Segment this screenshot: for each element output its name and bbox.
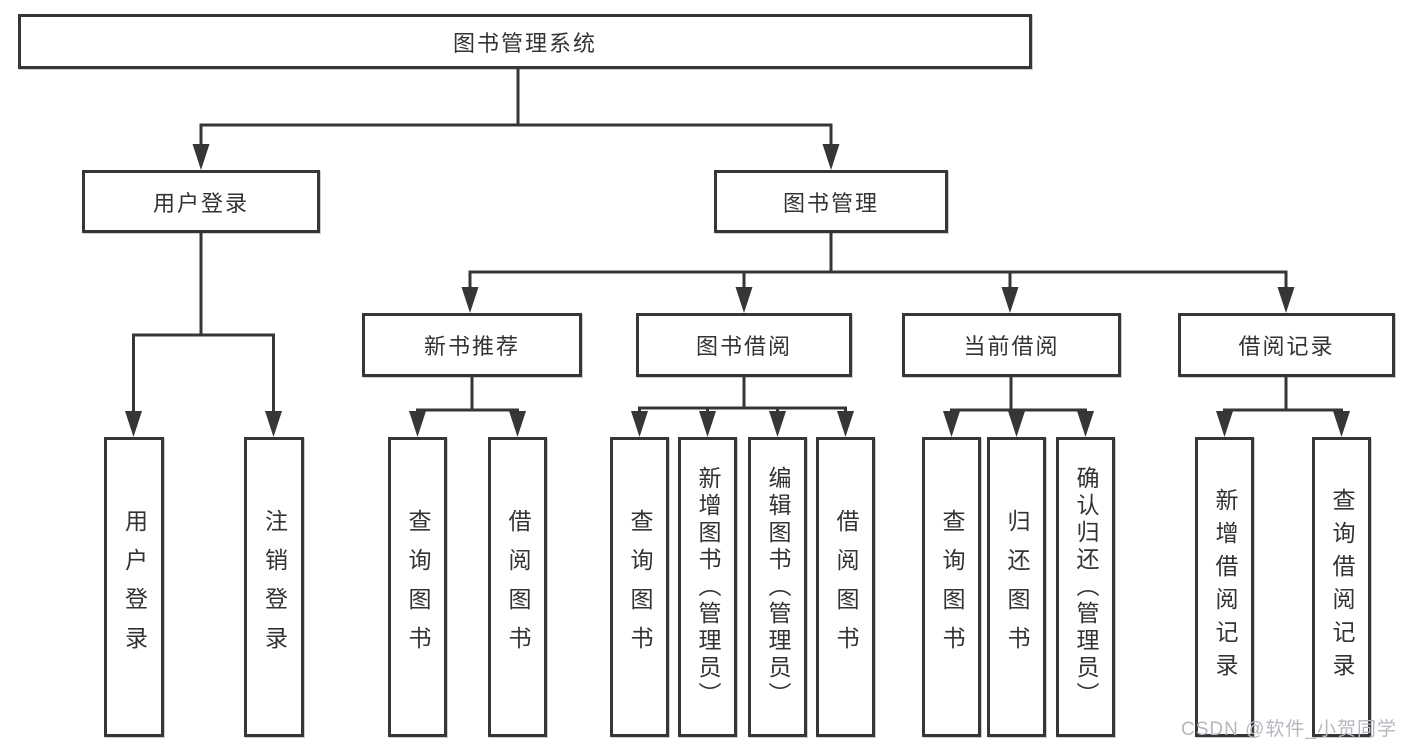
connector-user-login-children bbox=[125, 233, 282, 437]
leaf-borrow-borrow-book: 借阅图书 bbox=[816, 437, 875, 737]
leaf-newbooks-search-book-label: 查询图书 bbox=[405, 509, 431, 665]
leaf-records-add-record-label: 新增借阅记录 bbox=[1212, 488, 1238, 686]
leaf-borrow-borrow-book-label: 借阅图书 bbox=[833, 509, 859, 665]
leaf-borrow-edit-book-admin: 编辑图书（管理员） bbox=[748, 437, 807, 737]
node-root: 图书管理系统 bbox=[18, 14, 1032, 69]
node-user-login-label: 用户登录 bbox=[152, 190, 249, 216]
node-book-management: 图书管理 bbox=[714, 170, 948, 233]
csdn-watermark: CSDN @软件_小贺同学 bbox=[1181, 719, 1397, 740]
leaf-borrow-add-book-admin: 新增图书（管理员） bbox=[678, 437, 737, 737]
connector-root-to-level2 bbox=[192, 69, 840, 170]
leaf-current-return-book: 归还图书 bbox=[987, 437, 1046, 737]
leaf-logout-login: 注销登录 bbox=[244, 437, 304, 737]
node-new-book-recommend: 新书推荐 bbox=[362, 313, 582, 377]
leaf-records-add-record: 新增借阅记录 bbox=[1195, 437, 1254, 737]
leaf-user-login-label: 用户登录 bbox=[121, 509, 148, 665]
node-new-book-recommend-label: 新书推荐 bbox=[423, 334, 520, 359]
node-book-borrow: 图书借阅 bbox=[636, 313, 852, 377]
connector-new-book-children bbox=[409, 377, 526, 437]
leaf-borrow-search-book-label: 查询图书 bbox=[627, 509, 653, 665]
leaf-borrow-add-book-admin-label: 新增图书（管理员） bbox=[695, 465, 721, 709]
node-user-login: 用户登录 bbox=[82, 170, 320, 233]
leaf-records-search-record-label: 查询借阅记录 bbox=[1329, 488, 1355, 686]
leaf-current-return-book-label: 归还图书 bbox=[1004, 509, 1030, 665]
connector-current-borrow-children bbox=[943, 377, 1094, 437]
leaf-current-search-book: 查询图书 bbox=[922, 437, 981, 737]
connector-borrow-records-children bbox=[1216, 377, 1350, 437]
node-borrow-records-label: 借阅记录 bbox=[1238, 334, 1335, 359]
leaf-current-confirm-return-admin-label: 确认归还（管理员） bbox=[1073, 465, 1099, 709]
node-borrow-records: 借阅记录 bbox=[1178, 313, 1395, 377]
connector-book-borrow-children bbox=[631, 377, 854, 437]
leaf-newbooks-borrow-book-label: 借阅图书 bbox=[505, 509, 531, 665]
leaf-current-search-book-label: 查询图书 bbox=[939, 509, 965, 665]
node-current-borrow: 当前借阅 bbox=[902, 313, 1121, 377]
node-book-management-label: 图书管理 bbox=[782, 190, 879, 216]
connector-book-management-children bbox=[461, 233, 1295, 313]
node-current-borrow-label: 当前借阅 bbox=[963, 334, 1060, 359]
leaf-user-login: 用户登录 bbox=[104, 437, 164, 737]
leaf-current-confirm-return-admin: 确认归还（管理员） bbox=[1056, 437, 1115, 737]
node-book-borrow-label: 图书借阅 bbox=[695, 334, 792, 359]
leaf-logout-login-label: 注销登录 bbox=[261, 509, 288, 665]
leaf-newbooks-borrow-book: 借阅图书 bbox=[488, 437, 547, 737]
node-root-label: 图书管理系统 bbox=[452, 30, 597, 56]
leaf-borrow-edit-book-admin-label: 编辑图书（管理员） bbox=[765, 465, 791, 709]
leaf-records-search-record: 查询借阅记录 bbox=[1312, 437, 1371, 737]
leaf-borrow-search-book: 查询图书 bbox=[610, 437, 669, 737]
leaf-newbooks-search-book: 查询图书 bbox=[388, 437, 447, 737]
